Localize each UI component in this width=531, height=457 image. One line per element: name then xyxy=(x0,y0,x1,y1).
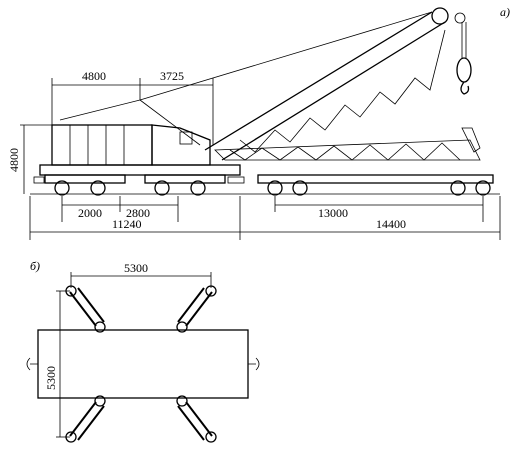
span-y-dimension: 5300 xyxy=(44,290,70,438)
dim-outrigger-span-y: 5300 xyxy=(44,366,58,390)
top-dimensions: 4800 3725 xyxy=(51,69,214,145)
span-x-dimension: 5300 xyxy=(70,261,212,288)
dim-bogie-left: 2000 xyxy=(78,206,102,220)
view-a-label: а) xyxy=(500,5,510,19)
dim-flatcar-length: 14400 xyxy=(376,217,406,231)
flatcar xyxy=(214,127,494,196)
dim-flatcar-base: 13000 xyxy=(318,206,348,220)
bottom-dimensions: 2000 2800 13000 11240 14400 xyxy=(29,196,501,240)
crane-frame xyxy=(37,329,249,399)
height-dimension: 4800 xyxy=(7,124,52,194)
crane-bogies xyxy=(33,174,245,196)
outriggers xyxy=(65,285,217,443)
left-coupler xyxy=(26,357,38,371)
right-coupler xyxy=(248,357,260,371)
view-b-label: б) xyxy=(30,259,40,273)
dim-boom-reach: 4800 xyxy=(82,69,106,83)
crane-body xyxy=(39,124,241,176)
crane-boom xyxy=(59,7,472,161)
dim-bogie-right: 2800 xyxy=(126,206,150,220)
view-b-plan-view: б) xyxy=(26,259,260,443)
dim-height: 4800 xyxy=(7,148,21,172)
dim-outrigger-span-x: 5300 xyxy=(124,261,148,275)
view-a-side-view: а) xyxy=(7,5,510,240)
dim-crane-length: 11240 xyxy=(112,217,142,231)
dim-tail-radius: 3725 xyxy=(160,69,184,83)
